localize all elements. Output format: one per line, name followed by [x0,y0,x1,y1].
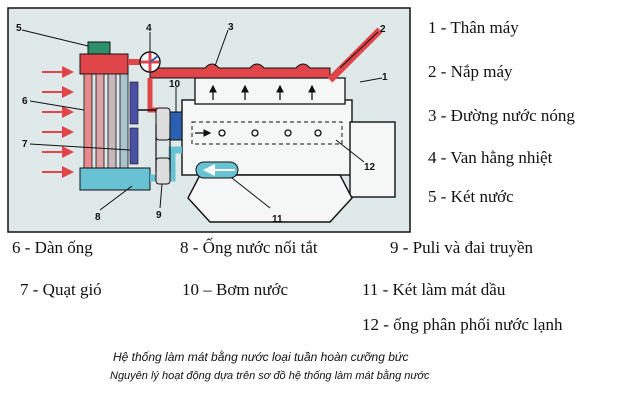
legend-item-9: 9 - Puli và đai truyền [390,238,534,257]
callout-12: 12 [364,162,376,173]
legend-item-6: 6 - Dàn ống [12,238,93,257]
legend-item-2: 2 - Nắp máy [428,62,513,81]
pulley-belt [155,107,171,185]
legend-item-4: 4 - Van hằng nhiệt [428,148,553,167]
callout-8: 8 [95,212,101,223]
callout-11: 11 [272,214,283,225]
air-flow-arrows [42,66,74,178]
water-pump [169,111,183,141]
oil-cooler [195,161,239,179]
legend-item-12: 12 - ống phân phối nước lạnh [362,315,563,334]
callout-3: 3 [228,22,234,33]
coolant-flow-arrows [195,84,322,137]
caption-title: Hệ thống làm mát bằng nước loại tuần hoà… [113,350,409,364]
legend-item-3: 3 - Đường nước nóng [428,106,575,125]
caption-subtitle: Nguyên lý hoạt động dựa trên sơ đồ hệ th… [110,370,430,382]
cylinder-head [149,63,346,105]
callout-1: 1 [382,72,388,83]
thermostat-valve [139,51,161,73]
callout-9: 9 [156,210,162,221]
legend-item-10: 10 – Bơm nước [182,280,289,299]
legend-item-7: 7 - Quạt gió [20,280,102,299]
callout-4: 4 [146,23,152,34]
radiator [79,41,151,191]
legend-item-5: 5 - Két nước [428,187,514,206]
callout-6: 6 [22,96,28,107]
callout-7: 7 [22,139,28,150]
leader-lines [21,29,383,211]
callout-10: 10 [169,79,181,90]
callout-5: 5 [16,23,22,34]
legend-item-1: 1 - Thân máy [428,18,519,37]
legend-item-8: 8 - Ống nước nối tắt [180,238,318,257]
callout-2: 2 [380,24,386,35]
legend-item-11: 11 - Két làm mát dầu [362,280,506,299]
